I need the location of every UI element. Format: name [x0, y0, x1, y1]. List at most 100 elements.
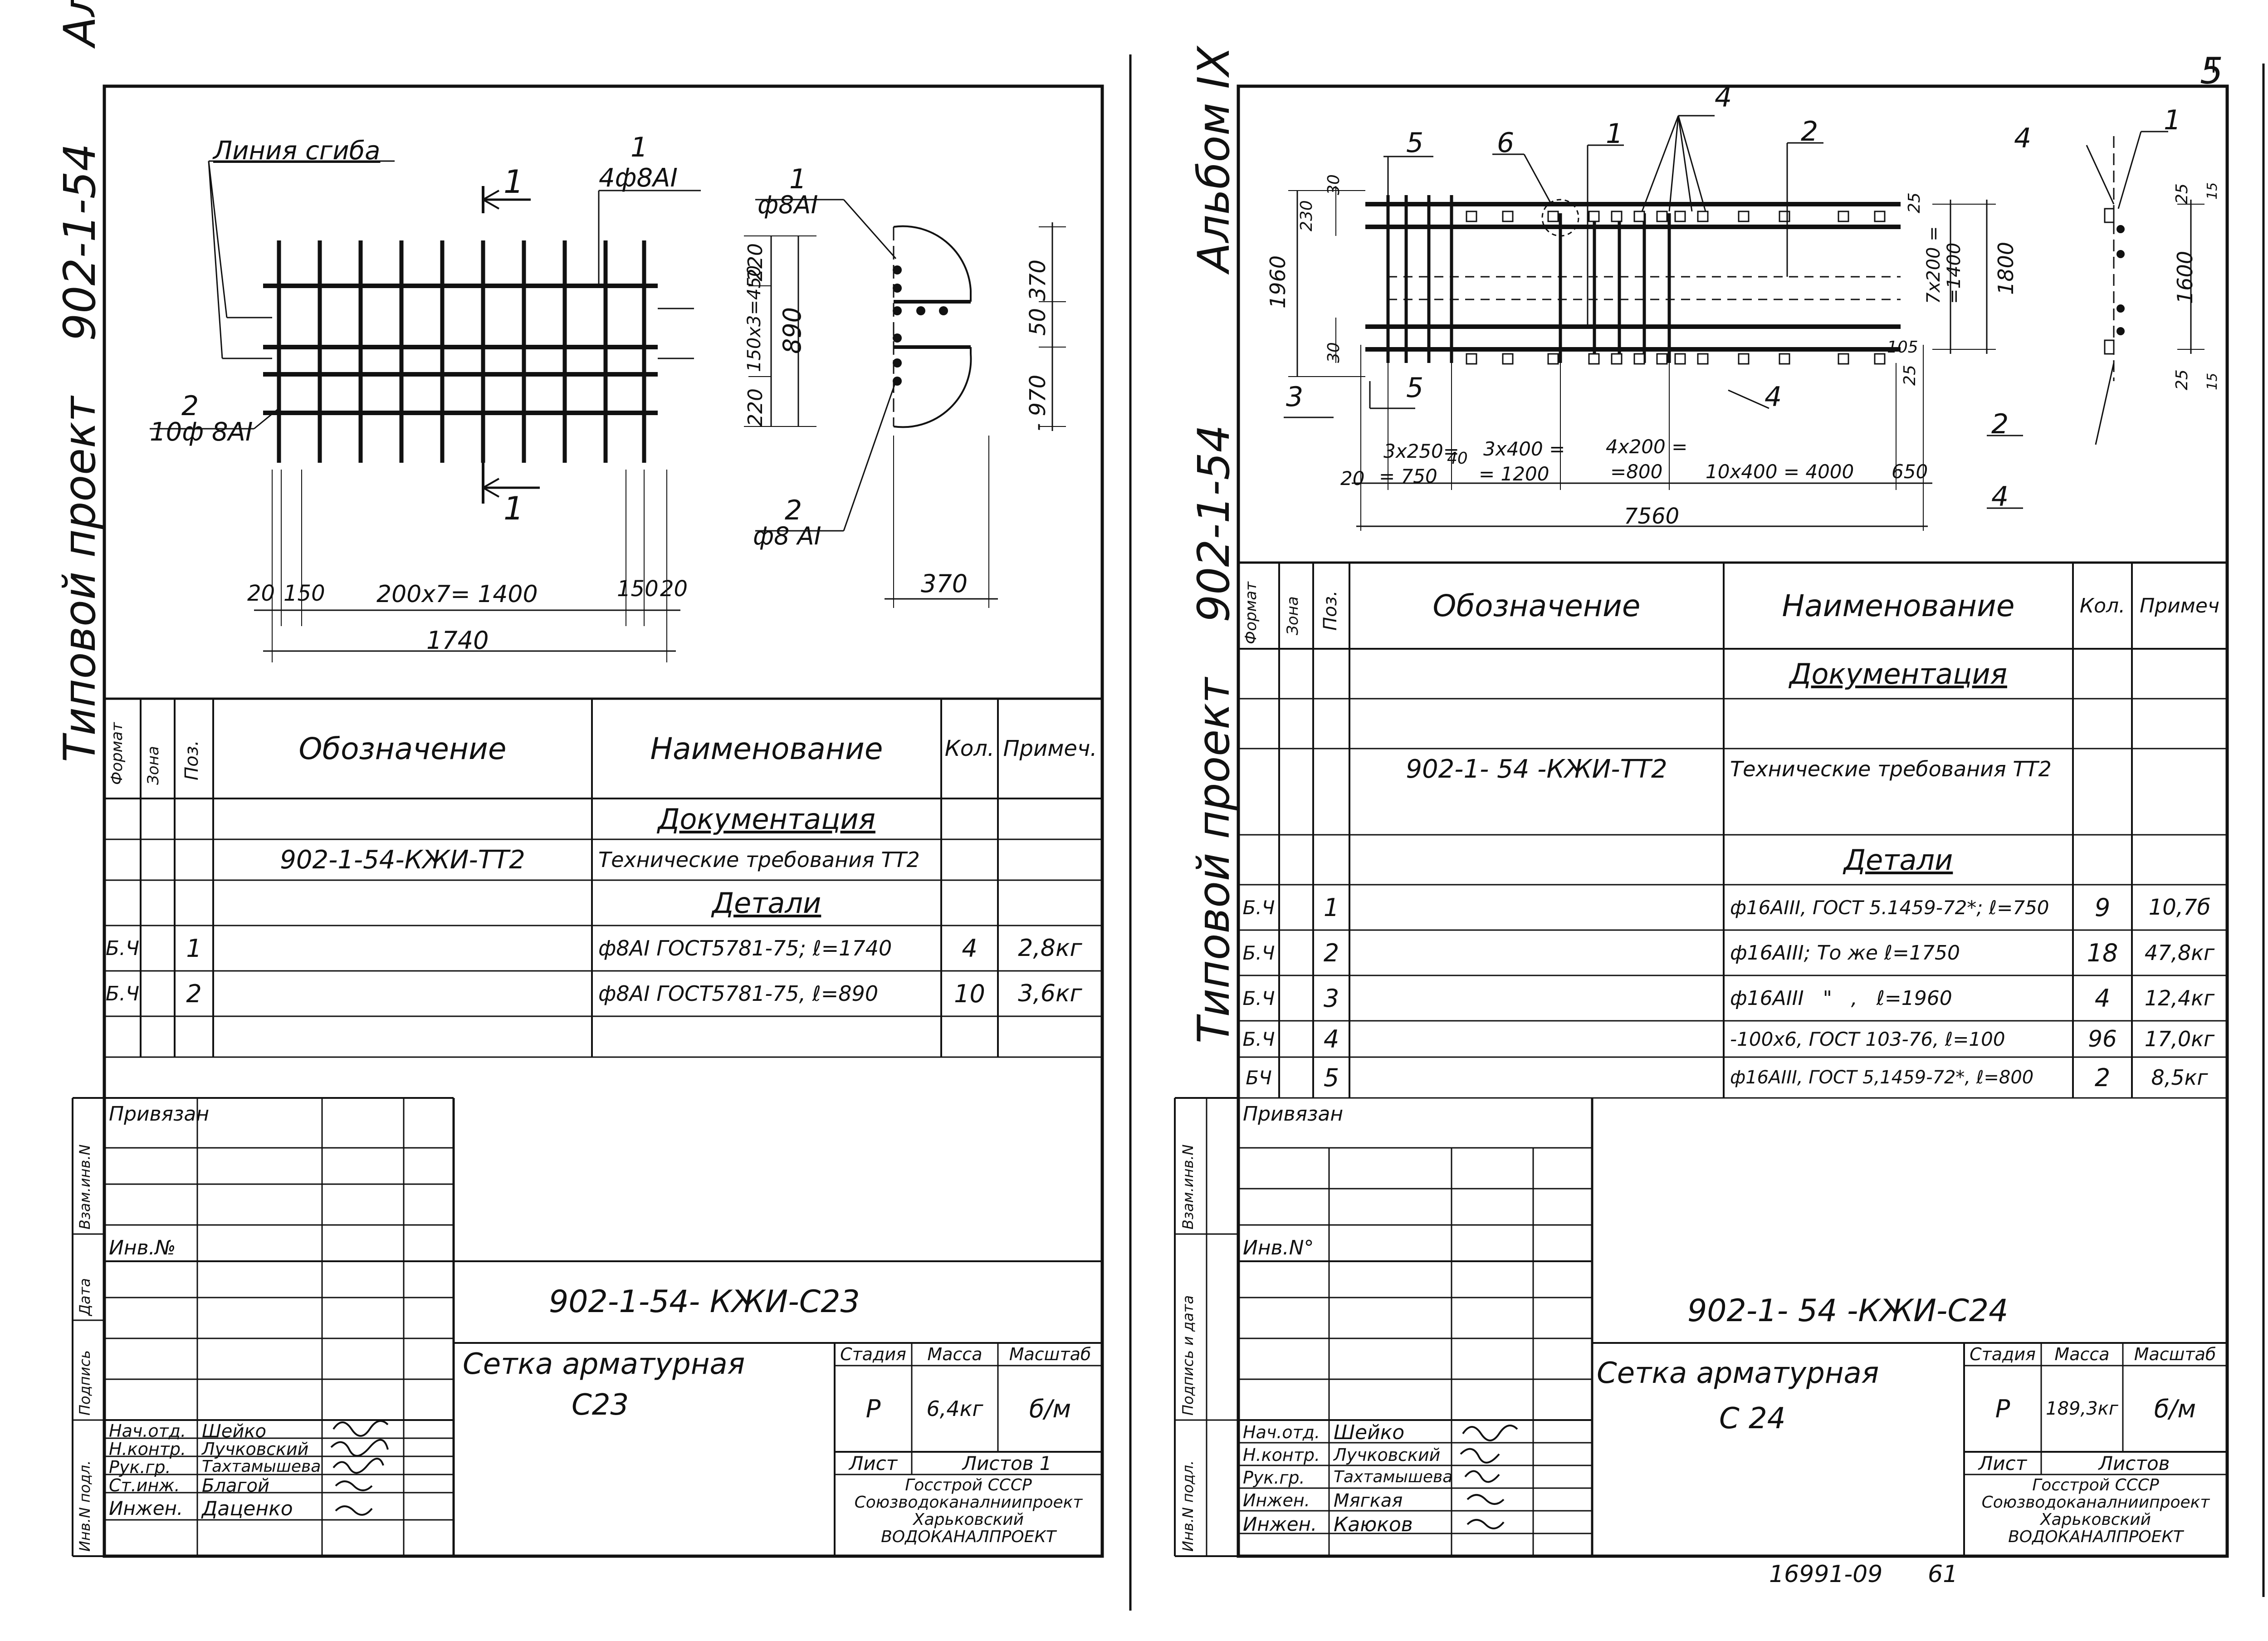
right-doc-code: 902-1- 54 -КЖИ-ТТ2: [1406, 754, 1667, 784]
left-sheets-h: Листов 1: [962, 1452, 1052, 1474]
left-row2-qty: 10: [954, 979, 985, 1008]
left-row1-note: 2,8кг: [1018, 935, 1082, 962]
right-row5-pos: 5: [1323, 1063, 1339, 1092]
right-org: Госстрой СССР Союзводоканалниипроект Хар…: [1964, 1477, 2227, 1546]
right-h-name: Наименование: [1782, 588, 2015, 623]
left-h-qty: Кол.: [944, 736, 995, 761]
left-org-line: ВОДОКАНАЛПРОЕКТ: [881, 1528, 1056, 1546]
left-row1-qty: 4: [962, 934, 978, 963]
right-sign-name: Тахтамышева: [1334, 1468, 1453, 1486]
left-sec-details: Детали: [712, 886, 821, 920]
right-row1-pos: 1: [1323, 893, 1339, 922]
right-p2: 2: [1801, 116, 1818, 147]
left-sign-name: Лучковский: [202, 1439, 309, 1459]
left-doc-code: 902-1-54-КЖИ-ТТ2: [280, 845, 525, 875]
dim-mid: 200x7= 1400: [376, 581, 538, 608]
right-p1r: 1: [2164, 104, 2181, 136]
left-inv-no: Инв.№: [109, 1236, 176, 1259]
right-scale: б/м: [2154, 1394, 2196, 1423]
dim-total: 1740: [426, 626, 489, 655]
footer-code: 16991-09: [1769, 1561, 1883, 1588]
right-sign-role: Инжен.: [1243, 1490, 1310, 1510]
right-row2-pos: 2: [1323, 938, 1339, 967]
left-h-note: Примеч.: [1003, 736, 1097, 761]
right-org-line: Госстрой СССР: [2032, 1476, 2159, 1494]
right-stage-h: Стадия: [1970, 1344, 2036, 1364]
detail-top-rebar: ф8AI: [758, 191, 818, 219]
right-stage: Р: [1995, 1394, 2010, 1423]
left-pos2-label: 2: [181, 390, 199, 422]
right-p6: 6: [1497, 127, 1515, 159]
right-doc-number: 902-1- 54 -КЖИ-С24: [1687, 1293, 2009, 1329]
left-sign-name: Даценко: [202, 1497, 293, 1520]
left-h-name: Наименование: [650, 731, 883, 766]
right-sheet-h: Лист: [1978, 1452, 2027, 1474]
right-d800: =800: [1610, 460, 1663, 483]
right-p5: 5: [1406, 127, 1424, 159]
left-org-line: Харьковский: [913, 1510, 1024, 1529]
left-title: Сетка арматурная: [463, 1347, 745, 1381]
right-h-note: Примеч: [2140, 594, 2219, 617]
right-row3-note: 12,4кг: [2144, 986, 2215, 1010]
left-scale: б/м: [1029, 1394, 1071, 1423]
right-scale-h: Масштаб: [2134, 1344, 2216, 1364]
left-sheet-h: Лист: [849, 1452, 898, 1474]
right-sheets-h: Листов: [2098, 1452, 2170, 1474]
left-rebar2-label: 10ф 8AI: [150, 417, 253, 447]
cut-line-label: Линия сгиба: [213, 136, 381, 166]
dim-20-b: 20: [660, 576, 688, 602]
left-sign-name: Тахтамышева: [202, 1457, 321, 1476]
left-title-code: С23: [572, 1388, 629, 1422]
left-privyazan: Привязан: [109, 1102, 210, 1126]
right-d7560: 7560: [1624, 504, 1680, 529]
detail-bot-pos: 2: [785, 495, 802, 526]
right-d40: 40: [1447, 449, 1468, 468]
left-doc-number: 902-1-54- КЖИ-С23: [549, 1284, 860, 1320]
right-doc-name: Технические требования ТТ2: [1730, 757, 2052, 781]
right-row3-format: Б.Ч: [1242, 987, 1275, 1009]
left-mass-h: Масса: [927, 1344, 982, 1364]
dim-20-a: 20: [247, 581, 275, 606]
right-sign-role: Н.контр.: [1243, 1445, 1320, 1465]
left-sign-role: Рук.гр.: [109, 1457, 171, 1477]
left-row2-note: 3,6кг: [1018, 980, 1082, 1007]
right-sign-role: Рук.гр.: [1243, 1468, 1305, 1488]
left-doc-name: Технические требования ТТ2: [598, 847, 920, 872]
right-title: Сетка арматурная: [1597, 1357, 1879, 1390]
right-p4c: 4: [1765, 381, 1782, 413]
right-title-code: С 24: [1719, 1402, 1786, 1435]
right-d750: = 750: [1379, 465, 1437, 487]
right-row2-name: ф16AIII; То же ℓ=1750: [1730, 941, 1960, 965]
dim-370: 370: [921, 569, 968, 598]
left-mass: 6,4кг: [926, 1396, 983, 1421]
left-org-line: Госстрой СССР: [905, 1476, 1032, 1494]
right-row5-qty: 2: [2094, 1063, 2111, 1092]
left-row1-format: Б.Ч: [105, 936, 140, 960]
right-sec-docs: Документация: [1789, 657, 2007, 691]
right-d3x250: 3x250=: [1383, 440, 1459, 462]
right-privyazan: Привязан: [1243, 1102, 1344, 1126]
right-p4b: 4: [2014, 122, 2032, 154]
right-row1-note: 10,7б: [2148, 895, 2211, 920]
left-sign-role: Нач.отд.: [109, 1421, 186, 1441]
right-d105: 105: [1887, 338, 1918, 357]
right-d20: 20: [1340, 467, 1365, 490]
right-org-line: Харьковский: [2040, 1510, 2151, 1529]
right-row5-note: 8,5кг: [2151, 1065, 2208, 1090]
right-row3-name: ф16AIII " , ℓ=1960: [1730, 986, 1952, 1010]
right-mass-h: Масса: [2054, 1344, 2110, 1364]
right-row2-note: 47,8кг: [2144, 941, 2215, 965]
right-row4-pos: 4: [1323, 1024, 1339, 1053]
right-p2b: 2: [1991, 408, 2009, 440]
right-row5-format: БЧ: [1246, 1066, 1272, 1089]
dim-150-a: 150: [284, 581, 325, 606]
right-row2-format: Б.Ч: [1242, 941, 1275, 964]
left-h-designation: Обозначение: [298, 731, 507, 766]
detail-top-pos: 1: [789, 163, 807, 195]
right-inv-no: Инв.N°: [1243, 1236, 1314, 1259]
detail-bot-rebar: ф8 AI: [753, 522, 821, 550]
left-stage-h: Стадия: [840, 1344, 906, 1364]
left-org-line: Союзводоканалниипроект: [854, 1493, 1083, 1512]
right-sec-details: Детали: [1843, 843, 1953, 877]
